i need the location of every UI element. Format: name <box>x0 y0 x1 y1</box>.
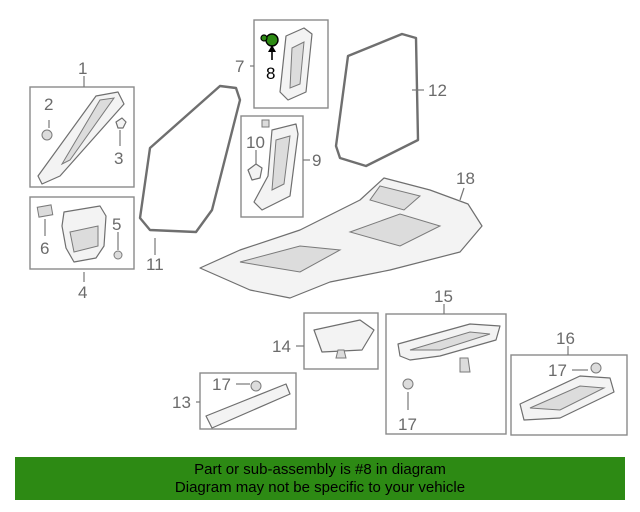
callout-12: 12 <box>428 81 447 100</box>
part-8-clip <box>260 33 279 60</box>
callout-7: 7 <box>235 57 244 76</box>
group-box-16 <box>510 354 628 436</box>
callout-1: 1 <box>78 59 87 78</box>
group-box-13 <box>199 372 297 430</box>
callout-13: 13 <box>172 393 191 412</box>
callout-8: 8 <box>266 64 275 83</box>
group-box-14 <box>303 312 379 370</box>
callout-17-b: 17 <box>398 415 417 434</box>
group-box-7 <box>253 19 329 109</box>
banner-line-1: Part or sub-assembly is #8 in diagram <box>194 461 446 478</box>
callout-3: 3 <box>114 149 123 168</box>
part-11-weatherstrip <box>138 84 242 234</box>
part-12-weatherstrip <box>334 32 420 168</box>
callout-17-a: 17 <box>212 375 231 394</box>
callout-16: 16 <box>556 329 575 348</box>
callout-15: 15 <box>434 287 453 306</box>
group-box-1 <box>29 86 135 188</box>
group-box-4 <box>29 196 135 270</box>
parts-diagram: 1 2 3 4 5 6 7 8 9 10 11 12 13 14 15 16 1… <box>29 19 628 436</box>
group-box-15 <box>385 313 507 435</box>
callout-5: 5 <box>112 215 121 234</box>
banner-line-2: Diagram may not be specific to your vehi… <box>174 479 466 496</box>
info-banner: Part or sub-assembly is #8 in diagram Di… <box>15 457 625 500</box>
group-box-9 <box>240 115 304 218</box>
part-18-carpet <box>199 177 483 299</box>
callout-6: 6 <box>40 239 49 258</box>
callout-9: 9 <box>312 151 321 170</box>
callout-14: 14 <box>272 337 291 356</box>
callout-2: 2 <box>44 95 53 114</box>
callout-17-c: 17 <box>548 361 567 380</box>
callout-4: 4 <box>78 283 87 302</box>
callout-10: 10 <box>246 133 265 152</box>
callout-18: 18 <box>456 169 475 188</box>
callout-11: 11 <box>146 255 164 274</box>
